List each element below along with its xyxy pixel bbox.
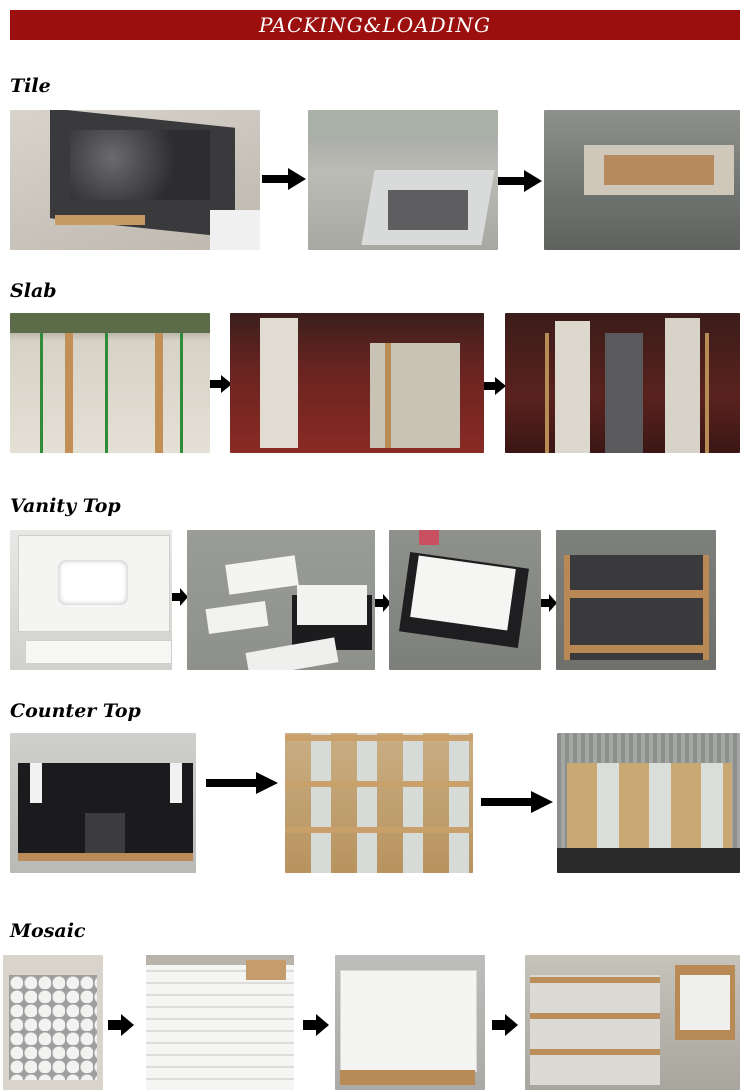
right-arrow-icon (210, 375, 232, 393)
vanity-photo-4 (556, 530, 716, 670)
right-arrow-icon (481, 791, 553, 813)
slab-photo-1 (10, 313, 210, 453)
counter-photo-1 (10, 733, 196, 873)
right-arrow-icon (498, 170, 542, 192)
mosaic-photo-1 (3, 955, 103, 1090)
section-title-mosaic: Mosaic (10, 920, 86, 942)
mosaic-photo-4 (525, 955, 740, 1090)
counter-photo-2 (285, 733, 473, 873)
right-arrow-icon (375, 594, 391, 612)
section-title-vanity-top: Vanity Top (10, 495, 121, 517)
vanity-photo-1 (10, 530, 172, 670)
banner-title: PACKING&LOADING (258, 13, 492, 37)
section-title-counter-top: Counter Top (10, 700, 141, 722)
slab-photo-2 (230, 313, 484, 453)
slab-photo-3 (505, 313, 740, 453)
mosaic-photo-2 (146, 955, 294, 1090)
section-title-tile: Tile (10, 75, 51, 97)
right-arrow-icon (541, 594, 557, 612)
mosaic-photo-3 (335, 955, 485, 1090)
tile-photo-2 (308, 110, 498, 250)
right-arrow-icon (492, 1014, 518, 1036)
packing-loading-banner: PACKING&LOADING (10, 10, 740, 40)
vanity-photo-2 (187, 530, 375, 670)
right-arrow-icon (108, 1014, 134, 1036)
counter-photo-3 (557, 733, 740, 873)
section-title-slab: Slab (10, 280, 57, 302)
vanity-photo-3 (389, 530, 541, 670)
right-arrow-icon (262, 168, 306, 190)
right-arrow-icon (303, 1014, 329, 1036)
right-arrow-icon (484, 377, 506, 395)
right-arrow-icon (206, 772, 278, 794)
right-arrow-icon (172, 588, 188, 606)
tile-photo-3 (544, 110, 740, 250)
tile-photo-1 (10, 110, 260, 250)
